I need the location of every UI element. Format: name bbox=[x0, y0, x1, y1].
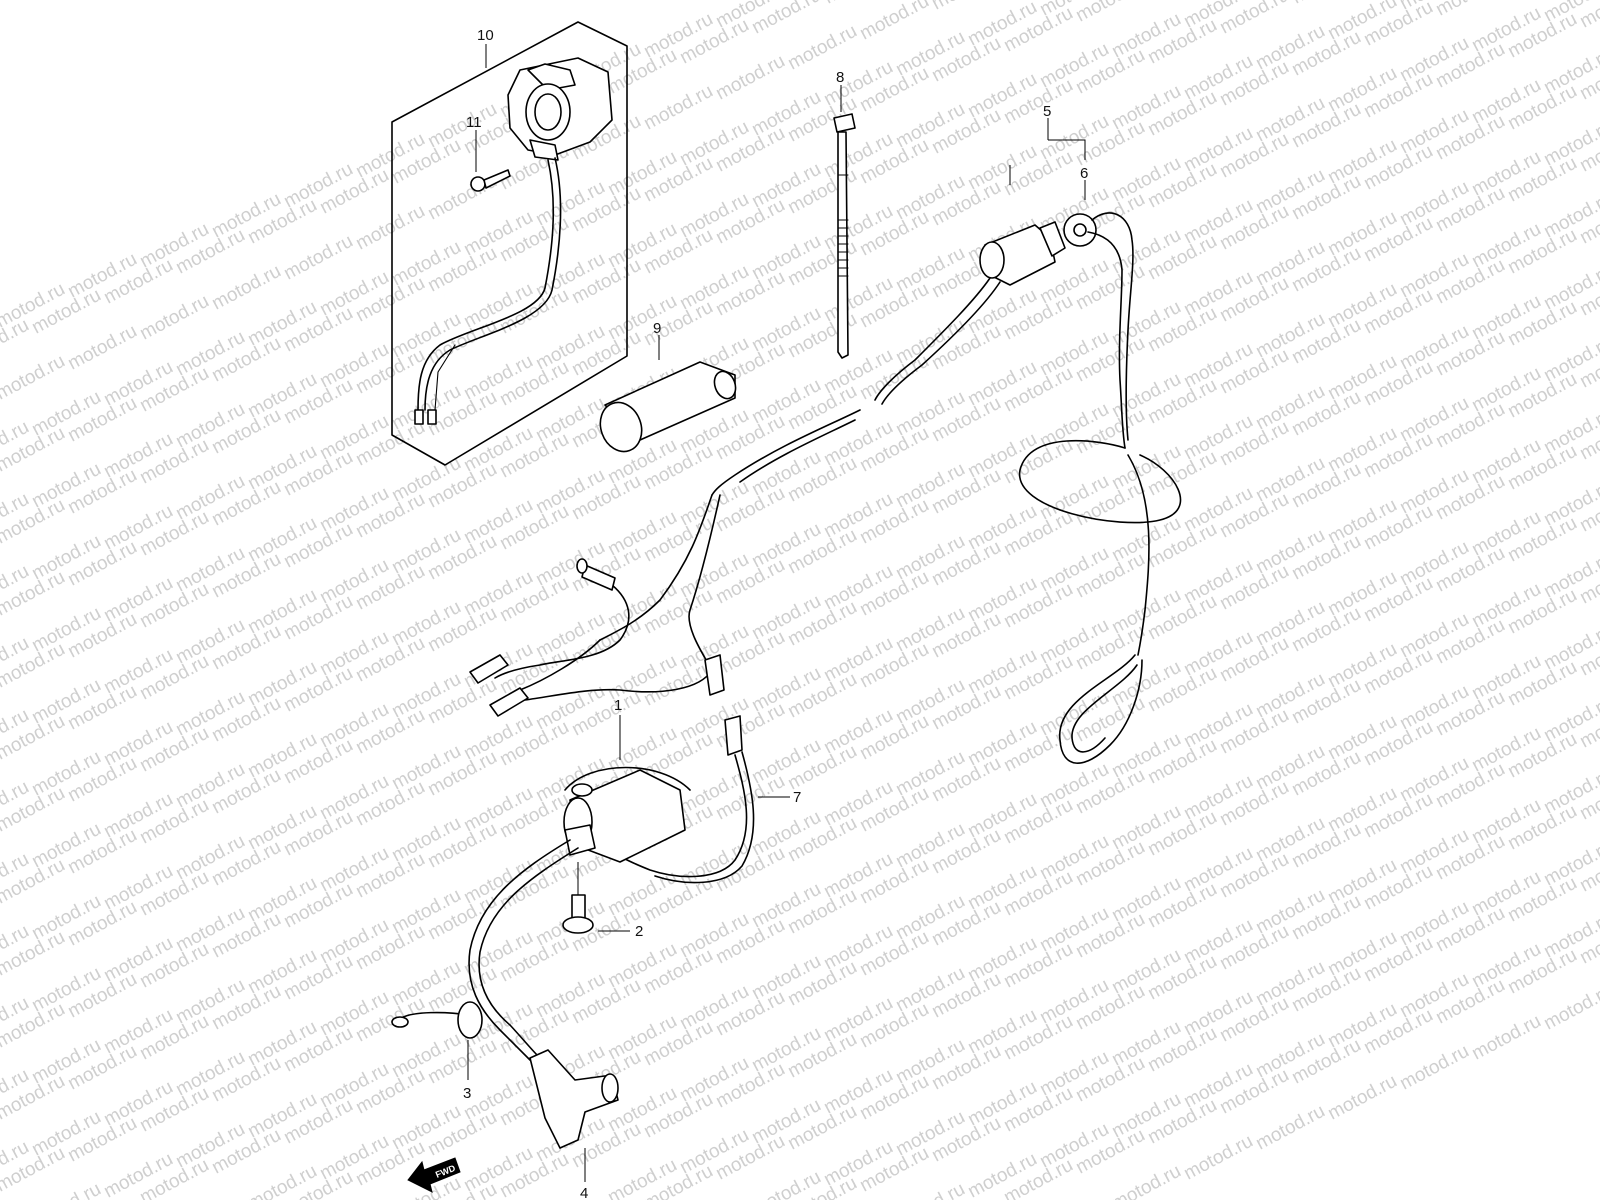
watermark-text: motod.ru bbox=[352, 201, 428, 255]
wiring-harness bbox=[469, 409, 861, 756]
watermark-text: motod.ru bbox=[136, 291, 212, 345]
watermark-text: motod.ru bbox=[640, 81, 716, 135]
watermark-text: motod.ru bbox=[28, 1179, 104, 1200]
watermark-text: motod.ru bbox=[0, 351, 69, 405]
screw-11 bbox=[470, 130, 511, 192]
lanyard-6 bbox=[1019, 180, 1182, 764]
callout-8: 8 bbox=[836, 69, 844, 86]
watermark-text: motod.ru bbox=[1432, 0, 1508, 20]
watermark-text: motod.ru bbox=[928, 0, 1004, 14]
cable-tie-8 bbox=[833, 85, 856, 359]
part-10-group bbox=[391, 21, 628, 466]
watermark-text: motod.ru bbox=[820, 0, 896, 8]
callout-labels: 1 2 3 4 5 6 7 8 9 10 11 bbox=[463, 27, 1088, 1200]
clip-3 bbox=[391, 1001, 483, 1080]
plug-cap-4 bbox=[529, 1049, 619, 1182]
callout-4: 4 bbox=[580, 1185, 588, 1200]
callout-1: 1 bbox=[614, 697, 622, 714]
ignition-coil-1 bbox=[468, 715, 691, 1061]
watermark-text: motod.ru bbox=[1072, 0, 1148, 26]
part-10-box bbox=[391, 21, 628, 466]
callout-5: 5 bbox=[1043, 103, 1051, 120]
kill-switch-wire bbox=[424, 157, 562, 411]
watermark-text: motod.ru bbox=[712, 51, 788, 105]
watermark-text: motod.ru bbox=[1288, 0, 1364, 8]
watermark-text: motod.ru bbox=[1180, 1131, 1256, 1185]
bolt-2 bbox=[562, 862, 630, 934]
watermark-text: motod.ru bbox=[892, 1179, 968, 1200]
callout-7: 7 bbox=[793, 789, 801, 806]
terminal bbox=[414, 409, 424, 425]
callout-2: 2 bbox=[635, 923, 643, 940]
callout-10: 10 bbox=[477, 27, 494, 44]
cap-9 bbox=[599, 335, 737, 453]
watermark-text: motod.ru bbox=[208, 261, 284, 315]
lead-wire-7 bbox=[604, 751, 790, 884]
watermark-text: motod.ru bbox=[280, 231, 356, 285]
watermark-text: motod.ru bbox=[1468, 1011, 1544, 1065]
watermark-text: motod.ru bbox=[856, 0, 932, 44]
watermark-text: motod.ru bbox=[64, 321, 140, 375]
watermark-text: motod.ru bbox=[1540, 981, 1600, 1035]
kill-switch bbox=[507, 57, 613, 161]
watermark-text: motod.ru bbox=[1108, 1161, 1184, 1200]
callout-6: 6 bbox=[1080, 165, 1088, 182]
watermark-text: motod.ru bbox=[1252, 1101, 1328, 1155]
watermark-text: motod.ru bbox=[1396, 1041, 1472, 1095]
fwd-arrow: FWD bbox=[407, 1157, 461, 1193]
stop-switch-5 bbox=[874, 118, 1086, 405]
callout-3: 3 bbox=[463, 1085, 471, 1102]
watermark-text: motod.ru bbox=[1324, 1071, 1400, 1125]
callout-9: 9 bbox=[653, 320, 661, 337]
callout-11: 11 bbox=[466, 114, 482, 131]
watermark-text: motod.ru bbox=[784, 21, 860, 75]
